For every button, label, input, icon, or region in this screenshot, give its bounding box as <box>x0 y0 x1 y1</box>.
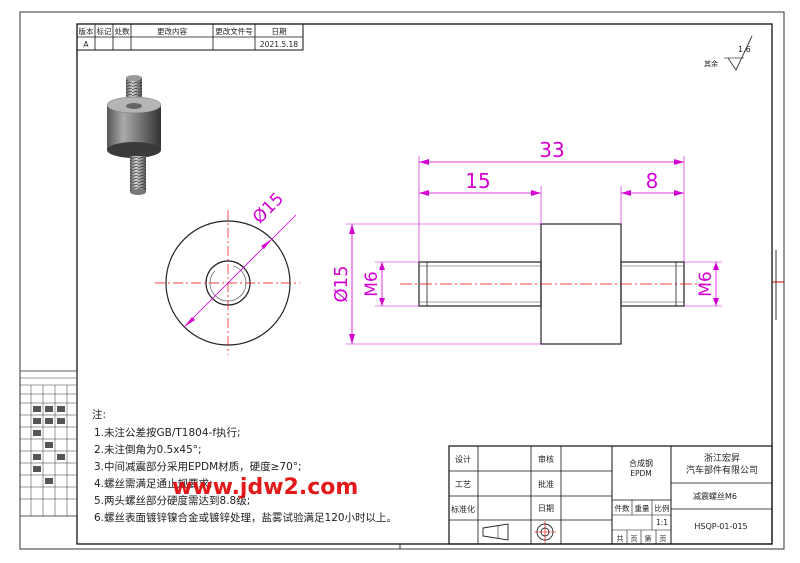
title-block: 设计 工艺 标准化 审核 批准 日期 合成钢 EPDM 浙江宏昇 汽车部件有限公… <box>448 445 773 545</box>
tb-standard: 标准化 <box>451 504 475 514</box>
dim-left-segment: 15 <box>465 169 490 193</box>
surface-finish-symbol: 其余 1.6 <box>704 35 753 72</box>
front-view: Ø15 <box>155 189 300 355</box>
tb-approve: 批准 <box>538 479 554 489</box>
rev-date-value: 2021.5.18 <box>260 40 298 49</box>
tb-review: 审核 <box>538 454 554 464</box>
note-6: 6.螺丝表面镀锌镍合金或镀锌处理，盐雾试验满足120小时以上。 <box>94 511 397 524</box>
watermark-text: www.jdw2.com <box>172 475 358 500</box>
tb-drawing-number: HSQP-01-015 <box>694 522 747 531</box>
tb-sheet-unit-2: 页 <box>660 535 667 543</box>
note-2: 2.未注倒角为0.5x45°; <box>94 443 202 456</box>
note-1: 1.未注公差按GB/T1804-f执行; <box>94 426 241 439</box>
rev-header-content: 更改内容 <box>157 26 187 36</box>
rev-header-mark: 标记 <box>97 26 112 36</box>
inner-frame <box>76 23 773 545</box>
revision-table: 版本 标记 处数 更改内容 更改文件号 日期 A 2021.5.18 <box>76 23 304 51</box>
tb-sheets-total: 共 <box>617 534 624 543</box>
left-side-table <box>19 370 78 517</box>
tb-material-1: 合成钢 <box>629 458 653 468</box>
tb-material-2: EPDM <box>630 469 652 478</box>
rev-version-value: A <box>83 40 89 49</box>
rev-header-count: 处数 <box>115 26 130 36</box>
note-3: 3.中间减震部分采用EPDM材质，硬度≥70°; <box>94 460 302 473</box>
rev-header-date: 日期 <box>272 27 287 36</box>
front-view-diameter-label: Ø15 <box>249 189 288 228</box>
tb-sheet-no: 第 <box>645 534 652 543</box>
note-5: 5.两头螺丝部分硬度需达到8.8级; <box>94 494 250 507</box>
note-4: 4.螺丝需满足通止规要求; <box>94 477 213 490</box>
outer-border <box>19 11 785 550</box>
dim-body-diameter: Ø15 <box>331 265 352 302</box>
tb-company-1: 浙江宏昇 <box>704 452 740 464</box>
tb-craft: 工艺 <box>455 480 471 489</box>
projection-symbol-icon <box>482 521 556 543</box>
rev-header-version: 版本 <box>79 26 94 36</box>
notes-title: 注: <box>92 408 106 421</box>
technical-notes: 注: 1.未注公差按GB/T1804-f执行; 2.未注倒角为0.5x45°; … <box>92 408 397 524</box>
tb-company-2: 汽车部件有限公司 <box>686 464 758 476</box>
dim-overall-length: 33 <box>539 138 564 162</box>
tb-sheet-unit-1: 页 <box>631 535 638 543</box>
isometric-bolt-image <box>106 75 162 195</box>
tb-weight-label: 重量 <box>635 504 650 513</box>
tb-count-label: 件数 <box>615 503 630 513</box>
side-view: 33 15 8 Ø15 M6 M6 <box>331 138 722 345</box>
dim-right-segment: 8 <box>646 169 659 193</box>
tb-design: 设计 <box>455 454 471 464</box>
surface-finish-prefix: 其余 <box>704 59 718 68</box>
tb-scale-label: 比例 <box>655 503 670 513</box>
surface-finish-value: 1.6 <box>738 45 751 54</box>
rev-header-file: 更改文件号 <box>215 26 253 36</box>
dim-right-thread: M6 <box>696 271 716 296</box>
tb-scale-value: 1:1 <box>656 518 668 527</box>
dim-left-thread: M6 <box>362 271 382 296</box>
tb-date: 日期 <box>538 504 554 513</box>
tb-part-name: 减震螺丝M6 <box>693 491 737 501</box>
